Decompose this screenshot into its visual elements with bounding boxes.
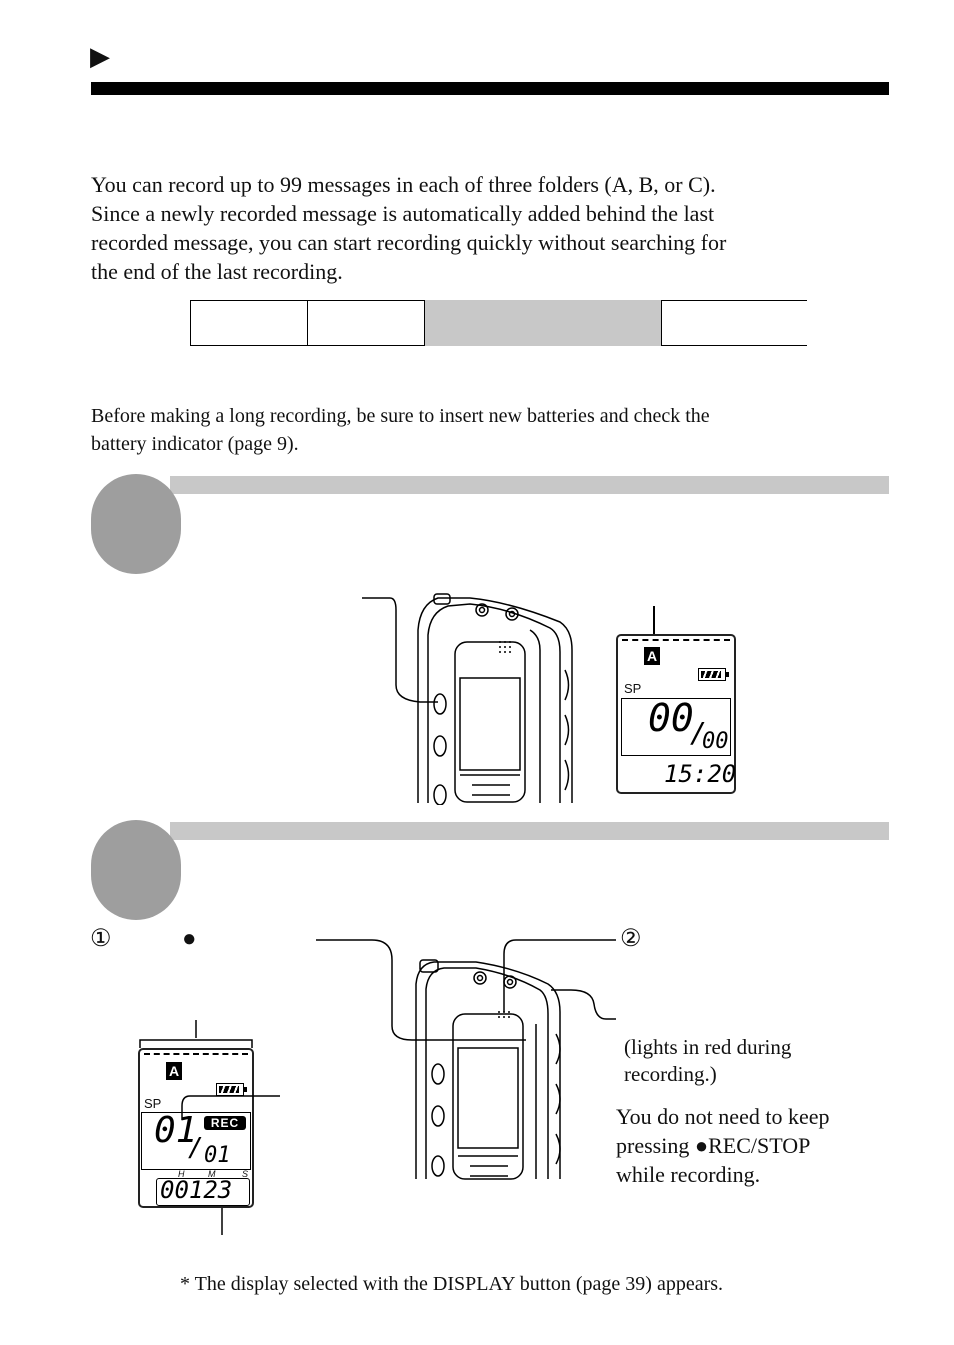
display-bracket (139, 1020, 253, 1048)
folder-indicator: A (166, 1062, 182, 1080)
elapsed-time: 00123 (160, 1176, 233, 1204)
step-marker-2: ② (620, 926, 642, 952)
step-1-circle (91, 474, 181, 574)
note-line: Before making a long recording, be sure … (91, 405, 710, 427)
lamp-note: (lights in red during recording.) (624, 1034, 791, 1088)
intro-paragraph: You can record up to 99 messages in each… (91, 170, 891, 286)
hold-note-line: while recording. (616, 1162, 761, 1187)
note-line: battery indicator (page 9). (91, 433, 299, 455)
hold-note-line: You do not need to keep (616, 1104, 830, 1129)
record-mode: SP (144, 1096, 162, 1111)
clock-time: 15:20 (664, 760, 737, 788)
lamp-note-line: (lights in red during (624, 1035, 792, 1059)
step-2-circle (91, 820, 181, 920)
lamp-note-line: recording.) (624, 1062, 717, 1086)
rec-badge: REC (204, 1116, 246, 1130)
message-track-diagram (190, 300, 808, 346)
recorder-illustration-1 (362, 593, 573, 805)
folder-indicator: A (644, 647, 660, 665)
lcd-dash-row (622, 639, 730, 641)
header-arrow: ▶ (90, 42, 110, 71)
intro-line: recorded message, you can start recordin… (91, 230, 727, 255)
track-segment-new (424, 300, 662, 346)
elapsed-time-box (156, 1178, 250, 1206)
message-number-big: 01 (154, 1110, 198, 1151)
message-total-small: 01 (204, 1143, 231, 1168)
footnote: * The display selected with the DISPLAY … (180, 1273, 724, 1295)
rec-dot-icon: ● (182, 926, 197, 952)
display-pointers (181, 1095, 280, 1235)
counter-slash: / (188, 1133, 204, 1163)
recorder-illustration-2 (316, 939, 616, 1180)
intro-line: Since a newly recorded message is automa… (91, 201, 715, 226)
folder-pointer-line (653, 606, 655, 646)
hours-marker: H (178, 1169, 185, 1179)
step-2-bar (170, 822, 889, 840)
track-segment (307, 300, 308, 346)
counter-slash: / (690, 716, 707, 749)
hold-note: You do not need to keep pressing ●REC/ST… (616, 1102, 829, 1189)
lcd-display-2: A SP 01 REC / 01 H M S 00123 (138, 1048, 254, 1208)
minutes-marker: M (208, 1169, 216, 1179)
step-1-bar (170, 476, 889, 494)
intro-line: the end of the last recording. (91, 259, 343, 284)
lcd-counter-box (621, 698, 731, 756)
intro-line: You can record up to 99 messages in each… (91, 172, 716, 197)
battery-note: Before making a long recording, be sure … (91, 402, 891, 458)
battery-icon (698, 668, 729, 681)
message-number-big: 00 (648, 696, 694, 740)
step-marker-1: ① (90, 926, 112, 952)
message-total-small: 00 (702, 729, 729, 754)
record-mode: SP (624, 681, 642, 696)
lcd-counter-box (141, 1112, 251, 1170)
lcd-display-1: A SP 00 / 00 15:20 (616, 634, 736, 794)
hold-note-line: pressing ●REC/STOP (616, 1133, 811, 1158)
header-rule (91, 82, 889, 95)
seconds-marker: S (242, 1169, 249, 1179)
lcd-dash-row (144, 1053, 248, 1055)
